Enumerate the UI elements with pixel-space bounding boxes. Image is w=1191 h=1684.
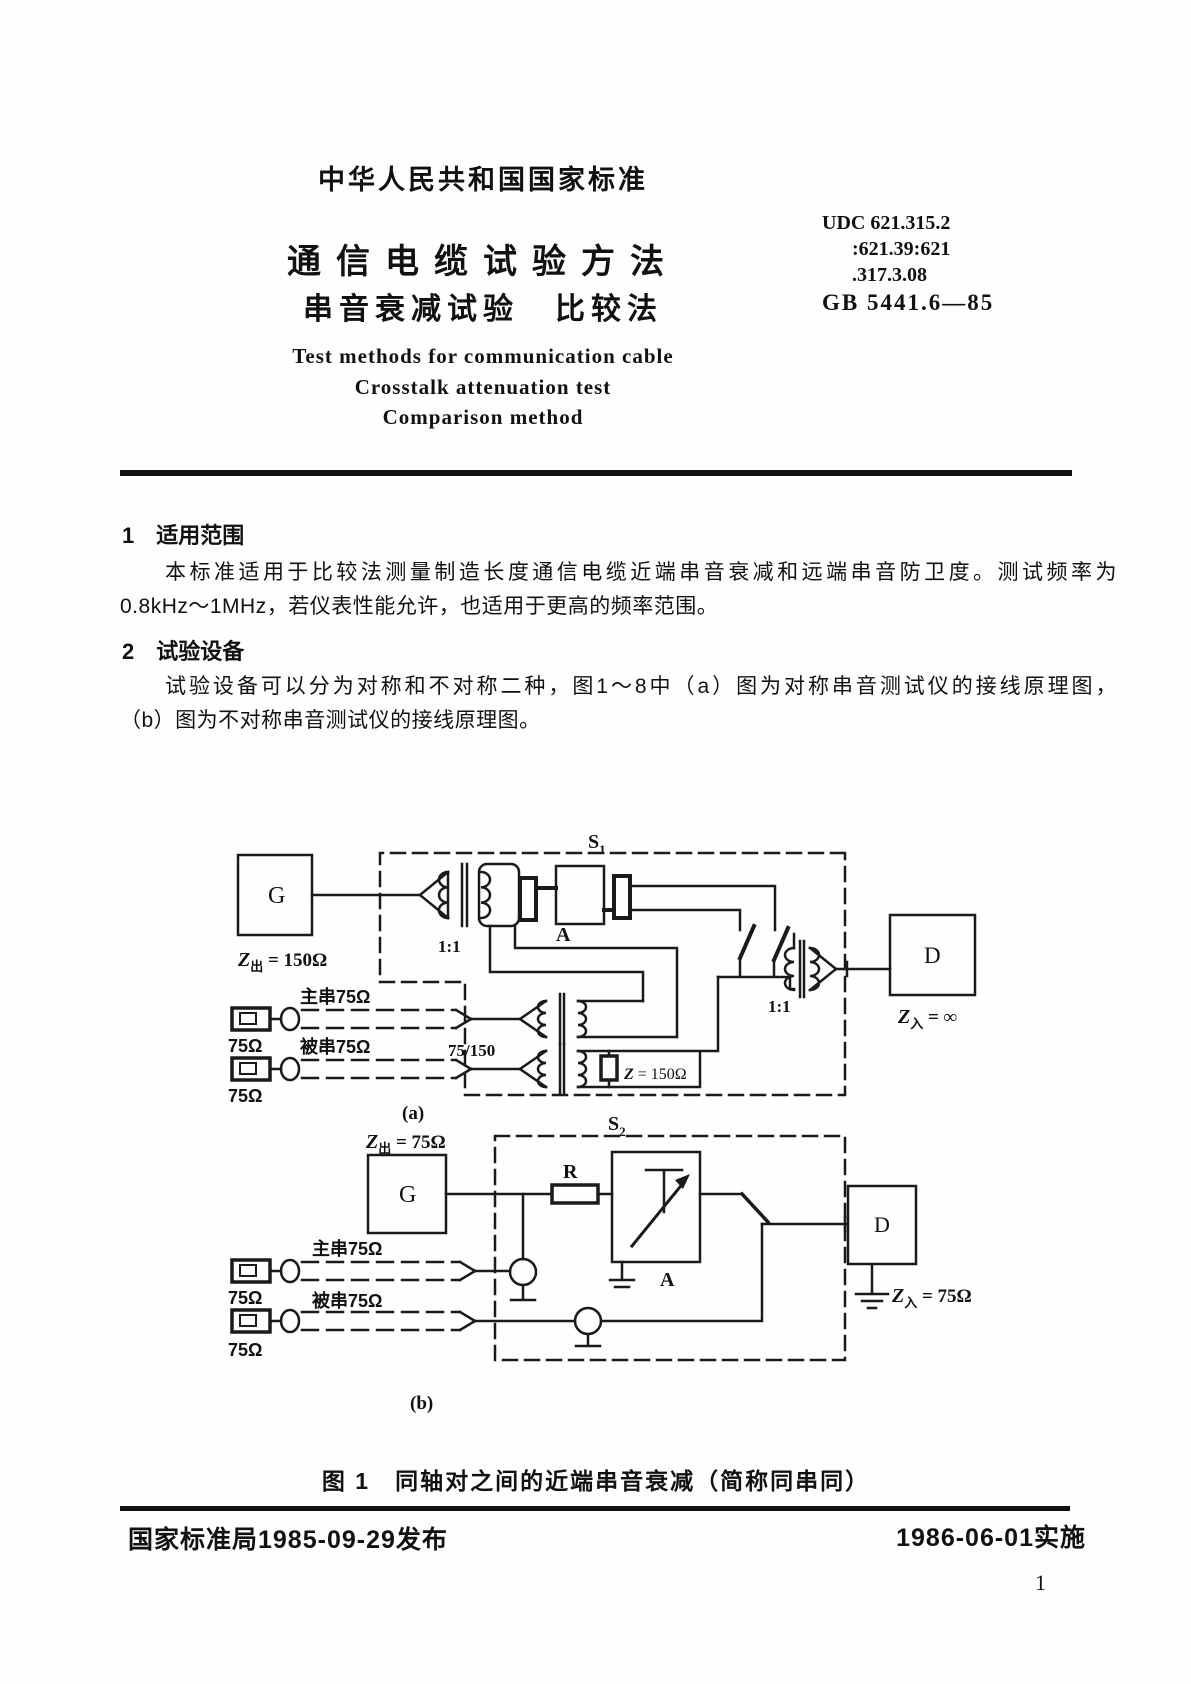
title-en-line3: Comparison method — [382, 405, 584, 429]
s2-label: S2 — [608, 1113, 626, 1139]
input-transformer-icon — [418, 862, 521, 928]
detector-label-a: D — [924, 943, 941, 968]
diagram-a: S1 G Z出 = 150Ω 1:1 A — [228, 835, 977, 1124]
diagram-b-tag: (b) — [410, 1393, 433, 1414]
attenuator-icon-b — [608, 1150, 702, 1289]
terminator-main-a — [230, 1006, 272, 1032]
coax-cable-main-b — [300, 1260, 462, 1282]
cable-disturbed-label-b: 被串75Ω — [312, 1290, 382, 1311]
jack-icon-main — [508, 1257, 538, 1287]
title-en-line1: Test methods for communication cable — [292, 344, 674, 368]
detector-box-a — [888, 913, 977, 997]
jack-icon-disturbed — [573, 1306, 603, 1336]
generator-label-b: G — [399, 1182, 416, 1208]
ratio-cable-label: 75/150 — [448, 1041, 495, 1060]
resistor-icon — [550, 1183, 600, 1205]
z-out-label-b: Z出 = 75Ω — [365, 1131, 446, 1156]
ratio-out-label: 1:1 — [768, 997, 791, 1016]
output-transformer-icon — [783, 932, 838, 999]
terminator-main-b — [230, 1258, 272, 1284]
z-out-label-a: Z出 = 150Ω — [237, 949, 327, 974]
wire — [458, 1260, 512, 1282]
load-label: Z = 150Ω — [623, 1066, 687, 1083]
figure-1-diagram: S1 G Z出 = 150Ω 1:1 A — [228, 835, 977, 1414]
plug-icon — [279, 1308, 301, 1334]
section1-heading: 1 适用范围 — [122, 523, 245, 548]
shield-box-s1 — [378, 851, 847, 1097]
footer-effective: 1986-06-01实施 — [896, 1524, 1086, 1552]
terminator-disturbed-a — [230, 1056, 272, 1082]
wire — [454, 1008, 522, 1030]
footer-issued: 国家标准局1985-09-29发布 — [128, 1526, 448, 1554]
switch-icon-a — [716, 923, 796, 991]
section2-heading: 2 试验设备 — [122, 639, 245, 664]
diagram-a-tag: (a) — [402, 1103, 424, 1124]
plug-icon — [279, 1056, 301, 1082]
ground-icon-detector — [854, 1262, 890, 1310]
cable-transformer-disturbed-icon — [518, 975, 720, 1096]
section1-line1: 本标准适用于比较法测量制造长度通信电缆近端串音衰减和远端串音防卫度。测试频率为 — [165, 561, 1117, 584]
figure-caption: 图 1 同轴对之间的近端串音衰减（简称同串同） — [321, 1468, 871, 1494]
wire — [628, 908, 742, 932]
generator-label: G — [268, 883, 285, 909]
coax-cable-disturbed-a — [300, 1058, 458, 1080]
coax-cable-main-a — [300, 1008, 458, 1030]
title-en-line2: Crosstalk attenuation test — [354, 375, 612, 399]
header-rule — [120, 470, 1072, 476]
term-disturbed-label-b: 75Ω — [228, 1340, 262, 1360]
udc-classification: UDC 621.315.2 :621.39:621 .317.3.08 — [822, 210, 1082, 288]
attenuator-label-b: A — [660, 1269, 675, 1291]
wire — [458, 1310, 577, 1332]
diagram-b: S2 Z出 = 75Ω G R A D — [228, 1113, 972, 1414]
cable-main-label-a: 主串75Ω — [300, 986, 370, 1007]
cable-disturbed-label-a: 被串75Ω — [300, 1036, 370, 1057]
wire — [599, 1222, 764, 1323]
cable-main-label-b: 主串75Ω — [312, 1238, 382, 1259]
ground-icon-jack-main — [509, 1283, 537, 1302]
ground-icon-jack-disturbed — [574, 1332, 602, 1348]
term-main-label-b: 75Ω — [228, 1288, 262, 1308]
section2-line1: 试验设备可以分为对称和不对称二种，图1～8中（a）图为对称串音测试仪的接线原理图… — [165, 675, 1117, 698]
section2-line2: （b）图为不对称串音测试仪的接线原理图。 — [120, 709, 541, 732]
footer-rule — [120, 1506, 1070, 1511]
z-in-label-b: Z入 = 75Ω — [891, 1285, 972, 1310]
plug-icon — [279, 1258, 301, 1284]
wire — [488, 924, 645, 1003]
udc-line2: :621.39:621 — [852, 238, 951, 260]
plug-icon — [279, 1006, 301, 1032]
udc-line3: .317.3.08 — [852, 264, 927, 286]
load-resistor-icon — [599, 1049, 619, 1089]
s1-label: S1 — [588, 835, 606, 857]
switch-icon-b — [739, 1191, 771, 1225]
attenuator-icon-a — [518, 864, 632, 926]
term-main-label-a: 75Ω — [228, 1036, 262, 1056]
z-in-label-a: Z入 = ∞ — [897, 1006, 957, 1031]
detector-label-b: D — [874, 1212, 890, 1237]
terminator-disturbed-b — [230, 1308, 272, 1334]
udc-line1: UDC 621.315.2 — [822, 212, 951, 234]
standard-code: GB 5441.6—85 — [822, 290, 995, 315]
section1-line2: 0.8kHz～1MHz，若仪表性能允许，也适用于更高的频率范围。 — [120, 595, 719, 618]
page-number: 1 — [1035, 1570, 1046, 1595]
title-cn-line2: 串音衰减试验 比较法 — [303, 293, 663, 326]
resistor-label: R — [563, 1161, 578, 1183]
detector-box-b — [846, 1184, 918, 1266]
cable-transformer-main-icon — [518, 992, 679, 1046]
attenuator-label-a: A — [556, 924, 571, 946]
coax-cable-disturbed-b — [300, 1310, 462, 1332]
wire — [454, 1058, 522, 1080]
ratio-in-label: 1:1 — [438, 937, 461, 956]
title-cn-line1: 通信电缆试验方法 — [287, 243, 679, 281]
term-disturbed-label-a: 75Ω — [228, 1086, 262, 1106]
standard-header: 中华人民共和国国家标准 — [318, 165, 648, 195]
wire — [628, 884, 777, 932]
shield-box-s2 — [493, 1134, 847, 1362]
wire — [513, 924, 679, 1039]
